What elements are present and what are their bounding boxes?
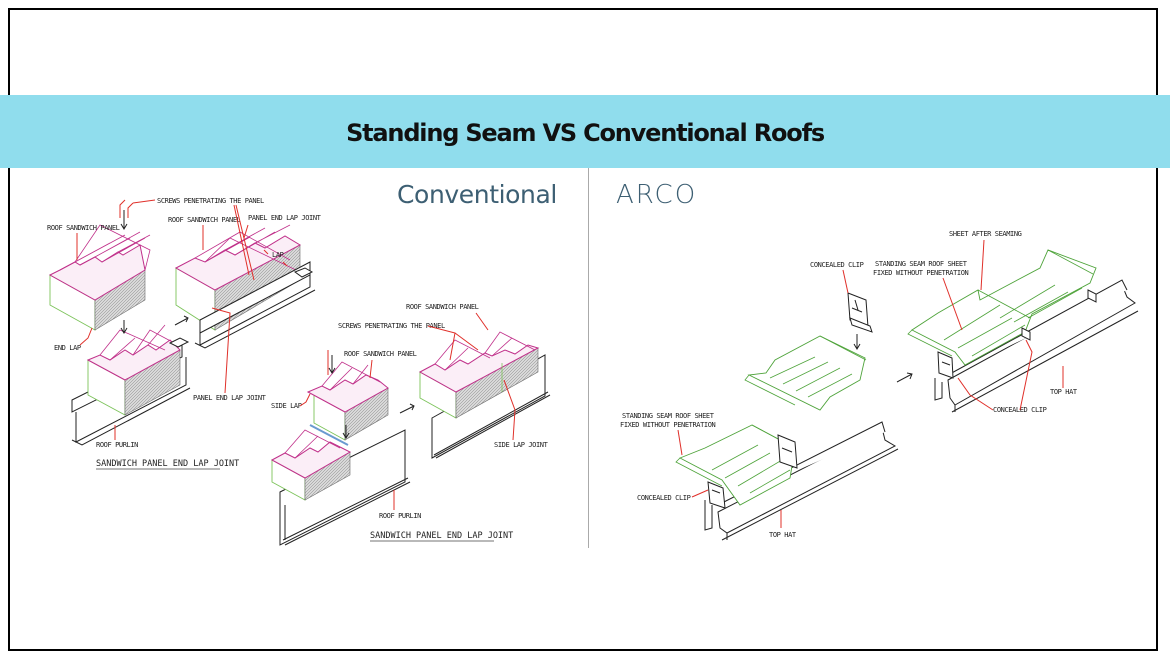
label-standing-seam-top-1: STANDING SEAM ROOF SHEET bbox=[875, 260, 968, 268]
sandwich-panel-1 bbox=[48, 224, 151, 331]
sandwich-panel-3 bbox=[71, 324, 191, 446]
concealed-clip-bottom-2 bbox=[777, 434, 798, 469]
label-screws-b: SCREWS PENETRATING THE PANEL bbox=[338, 322, 445, 330]
sandwich-panel-b-assembled bbox=[418, 331, 551, 459]
label-end-lap-joint-top: PANEL END LAP JOINT bbox=[248, 214, 322, 222]
sandwich-panel-b-lower bbox=[270, 424, 352, 501]
label-roof-panel-2: ROOF SANDWICH PANEL bbox=[168, 216, 241, 224]
label-roof-purlin-b: ROOF PURLIN bbox=[379, 512, 421, 520]
label-concealed-clip-left: CONCEALED CLIP bbox=[637, 494, 691, 502]
label-standing-seam-top-2: FIXED WITHOUT PENETRATION bbox=[873, 269, 969, 277]
caption-b: SANDWICH PANEL END LAP JOINT bbox=[370, 531, 513, 541]
label-roof-panel-1: ROOF SANDWICH PANEL bbox=[47, 224, 120, 232]
label-end-lap-joint-bottom: PANEL END LAP JOINT bbox=[193, 394, 267, 402]
label-side-lap: SIDE LAP bbox=[271, 402, 302, 410]
label-top-hat-right: TOP HAT bbox=[1050, 388, 1078, 396]
label-end-lap: END LAP bbox=[54, 344, 81, 352]
concealed-clip-floating bbox=[847, 292, 873, 333]
label-roof-panel-b: ROOF SANDWICH PANEL bbox=[344, 350, 417, 358]
diagram-standing-seam: CONCEALED CLIP bbox=[620, 230, 1139, 541]
concealed-clip-right-1 bbox=[937, 351, 954, 379]
purlin-2 bbox=[194, 261, 316, 349]
label-standing-seam-left-1: STANDING SEAM ROOF SHEET bbox=[622, 412, 715, 420]
slide-title: Standing Seam VS Conventional Roofs bbox=[346, 119, 825, 147]
top-hat-right bbox=[934, 279, 1139, 413]
roof-sheet-right bbox=[907, 249, 1097, 366]
concealed-clip-bottom-1 bbox=[707, 481, 726, 509]
column-divider bbox=[588, 168, 589, 548]
roof-sheet-floating bbox=[744, 335, 867, 411]
label-side-lap-joint: SIDE LAP JOINT bbox=[494, 441, 549, 449]
label-roof-panel-b-top: ROOF SANDWICH PANEL bbox=[406, 303, 479, 311]
diagram-end-lap-joint: SCREWS PENETRATING THE PANEL ROOF SANDWI… bbox=[47, 197, 322, 470]
label-concealed-clip-top: CONCEALED CLIP bbox=[810, 261, 864, 269]
label-concealed-clip-right: CONCEALED CLIP bbox=[993, 406, 1047, 414]
title-band bbox=[0, 95, 1170, 168]
purlin-b bbox=[279, 429, 411, 546]
sandwich-panel-b-upper bbox=[306, 361, 389, 441]
conventional-heading: Conventional bbox=[397, 180, 557, 209]
label-roof-purlin-a: ROOF PURLIN bbox=[96, 441, 138, 449]
label-sheet-after-seaming: SHEET AFTER SEAMING bbox=[949, 230, 1022, 238]
arco-logo: ARCO bbox=[616, 180, 698, 210]
screws-arrow bbox=[119, 199, 156, 230]
diagram-side-lap-joint: SCREWS PENETRATING THE PANEL ROOF SANDWI… bbox=[270, 303, 551, 546]
label-screws: SCREWS PENETRATING THE PANEL bbox=[157, 197, 264, 205]
label-top-hat-bottom: TOP HAT bbox=[769, 531, 797, 539]
label-lap: LAP bbox=[272, 251, 284, 259]
slide-frame bbox=[8, 8, 1158, 651]
label-standing-seam-left-2: FIXED WITHOUT PENETRATION bbox=[620, 421, 716, 429]
caption-a: SANDWICH PANEL END LAP JOINT bbox=[96, 459, 239, 469]
